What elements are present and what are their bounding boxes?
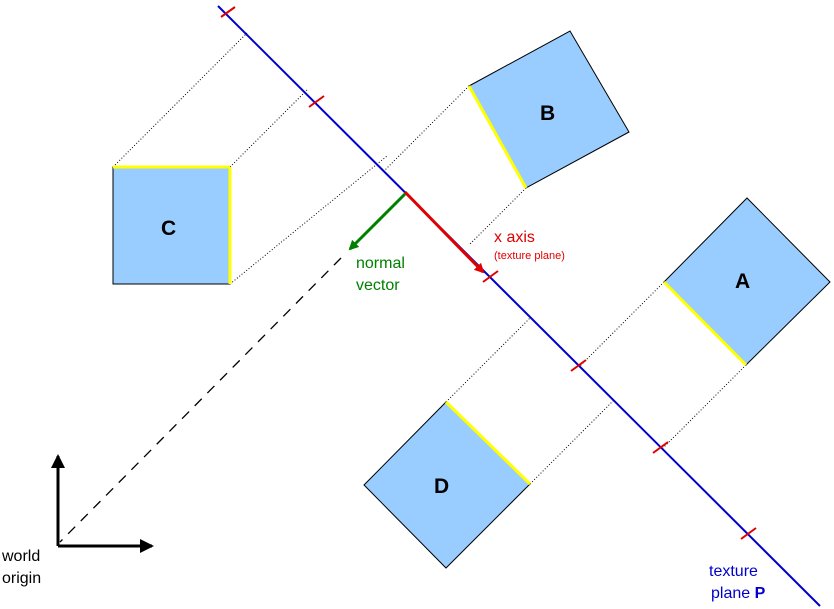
- origin-dashed-line: [59, 257, 342, 543]
- texture-plane-label-1: texture: [709, 563, 758, 580]
- x-axis-arrow: [403, 190, 485, 274]
- normal-vector-label-1: normal: [356, 255, 405, 272]
- square-c-fill: [112, 166, 231, 285]
- x-axis-sublabel: (texture plane): [494, 250, 565, 262]
- world-origin-axes: [51, 454, 154, 553]
- texture-plane-label-bold: P: [755, 585, 766, 602]
- world-origin-label-1: world: [1, 548, 40, 565]
- square-b-label: B: [540, 102, 555, 125]
- square-d: D: [363, 400, 532, 569]
- texture-plane-line: [217, 5, 821, 607]
- square-d-label: D: [434, 475, 449, 498]
- square-a-label: A: [735, 270, 750, 293]
- texture-plane-label-2: plane P: [711, 585, 766, 602]
- projection-lines: [112, 32, 747, 485]
- square-b-yellow-edge: [467, 85, 528, 189]
- texture-plane-label-prefix: plane: [711, 585, 755, 602]
- x-axis-label: x axis: [494, 229, 535, 246]
- normal-vector-arrow: [348, 192, 407, 251]
- square-c: C: [112, 165, 232, 285]
- plane-ticks: [220, 6, 757, 540]
- square-a: A: [662, 197, 831, 367]
- world-origin-label-2: origin: [2, 570, 41, 587]
- square-d-yellow-edge: [444, 400, 532, 486]
- square-c-label: C: [161, 217, 176, 240]
- square-a-yellow-edge: [662, 280, 748, 367]
- normal-vector-label-2: vector: [356, 277, 400, 294]
- square-b: B: [467, 30, 630, 189]
